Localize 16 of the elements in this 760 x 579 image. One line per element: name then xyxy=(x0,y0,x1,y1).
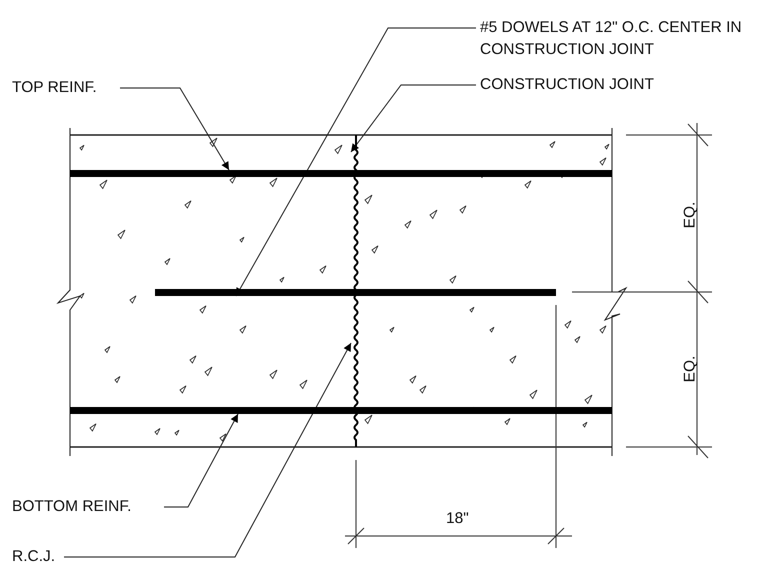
reinforcing-bar xyxy=(155,289,556,296)
callout-label: BOTTOM REINF. xyxy=(12,497,132,517)
leader-line xyxy=(350,84,476,152)
dimension-text: 18" xyxy=(446,510,469,528)
callout-label: #5 DOWELS AT 12" O.C. CENTER IN CONSTRUCTION JOINT xyxy=(480,18,743,60)
callout-label: TOP REINF. xyxy=(12,78,98,98)
callout-label: CONSTRUCTION JOINT xyxy=(480,75,655,95)
dimension-text: EQ. xyxy=(681,356,700,382)
reinforcing-bar xyxy=(70,407,612,414)
leader-line xyxy=(164,414,238,508)
leader-line xyxy=(64,342,352,558)
leader-line xyxy=(120,88,230,170)
dimension-text: EQ. xyxy=(681,202,700,228)
reinforcing-bar xyxy=(70,170,612,177)
callout-label: R.C.J. xyxy=(12,547,56,567)
construction-joint-line xyxy=(351,135,361,447)
